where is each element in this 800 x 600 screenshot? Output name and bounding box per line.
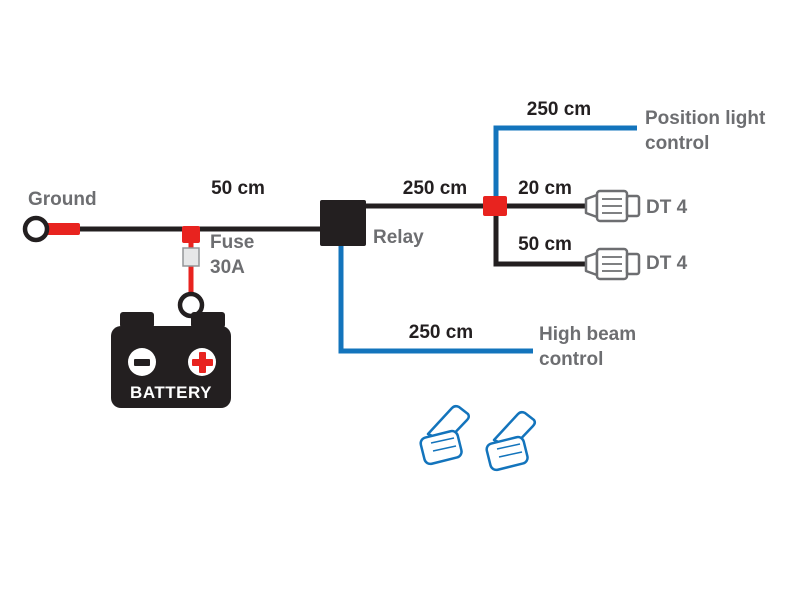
high-beam-control-label: High beam control bbox=[539, 324, 637, 370]
fuse-label: Fuse 30A bbox=[210, 232, 255, 278]
dt4-connector-icon bbox=[584, 189, 641, 223]
dimension-splitter-to-dt4-bottom: 50 cm bbox=[518, 234, 572, 255]
fuse-icon bbox=[177, 226, 205, 319]
dt4-connector-icon bbox=[584, 247, 641, 281]
dimension-ground-to-relay: 50 cm bbox=[211, 178, 265, 199]
dimension-position-light-wire: 250 cm bbox=[526, 99, 592, 120]
high-beam-wire bbox=[338, 244, 533, 354]
quick-splice-icon bbox=[418, 404, 471, 467]
dimension-relay-to-splitter: 250 cm bbox=[402, 178, 468, 199]
dimension-splitter-to-dt4-top: 20 cm bbox=[518, 178, 572, 199]
quick-splice-icon bbox=[484, 410, 537, 473]
position-light-control-label: Position light control bbox=[645, 108, 766, 154]
branch-wire bbox=[493, 206, 586, 267]
splitter-icon bbox=[483, 196, 507, 216]
position-light-wire bbox=[493, 125, 637, 200]
relay-icon bbox=[320, 200, 366, 246]
relay-label: Relay bbox=[373, 227, 424, 248]
ground-label: Ground bbox=[28, 189, 97, 210]
ring-terminal-icon bbox=[22, 215, 80, 243]
dimension-high-beam-wire: 250 cm bbox=[408, 322, 474, 343]
battery-label: BATTERY bbox=[130, 383, 212, 402]
dt4-label-top: DT 4 bbox=[646, 197, 688, 218]
battery-icon bbox=[111, 312, 231, 408]
dt4-label-bottom: DT 4 bbox=[646, 253, 688, 274]
